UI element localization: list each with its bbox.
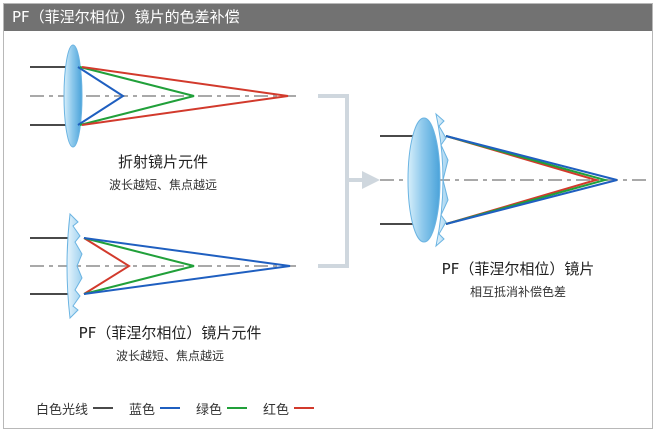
combined-label: PF（菲涅尔相位）镜片 [441, 260, 595, 278]
pf-element-note: 波长越短、焦点越远 [115, 349, 224, 363]
combine-connector [318, 94, 380, 268]
blue-ray [445, 135, 618, 225]
legend-item-red: 红色 [263, 399, 315, 418]
diagram-title: PF（菲涅尔相位）镜片的色差补偿 [4, 4, 652, 31]
pf-lens-group [30, 212, 300, 320]
convex-lens [63, 44, 83, 148]
legend-item-green: 绿色 [196, 399, 248, 418]
legend-label: 红色 [263, 402, 290, 418]
combined-lens-group [380, 112, 648, 248]
convex-lens [407, 117, 441, 243]
green-ray-swatch [227, 407, 248, 409]
refractive-label: 折射镜片元件 [117, 153, 208, 171]
red-ray-swatch [294, 407, 315, 409]
legend-item-blue: 蓝色 [129, 399, 181, 418]
combined-caption: PF（菲涅尔相位）镜片 相互抵消补偿色差 [418, 258, 618, 300]
pf-element-caption: PF（菲涅尔相位）镜片元件 波长越短、焦点越远 [50, 322, 290, 364]
green-ray [79, 66, 195, 126]
fresnel-lens [435, 112, 449, 248]
refractive-note: 波长越短、焦点越远 [108, 178, 217, 192]
blue-ray [77, 66, 125, 126]
legend-item-white: 白色光线 [36, 399, 114, 418]
legend: 白色光线 蓝色 绿色 红色 [36, 396, 330, 420]
legend-label: 蓝色 [129, 402, 156, 418]
connector-arrow [362, 171, 380, 189]
combined-note: 相互抵消补偿色差 [469, 285, 566, 299]
blue-ray-swatch [160, 407, 181, 409]
red-ray [83, 237, 131, 295]
fresnel-lens [66, 212, 83, 320]
white-ray-swatch [93, 407, 114, 409]
refractive-caption: 折射镜片元件 波长越短、焦点越远 [88, 151, 238, 193]
red-ray [81, 66, 289, 126]
legend-label: 绿色 [196, 402, 223, 418]
pf-element-label: PF（菲涅尔相位）镜片元件 [78, 324, 262, 342]
refractive-lens-group [30, 44, 300, 148]
blue-ray [83, 237, 291, 295]
green-ray [83, 237, 195, 295]
legend-label: 白色光线 [36, 402, 89, 418]
